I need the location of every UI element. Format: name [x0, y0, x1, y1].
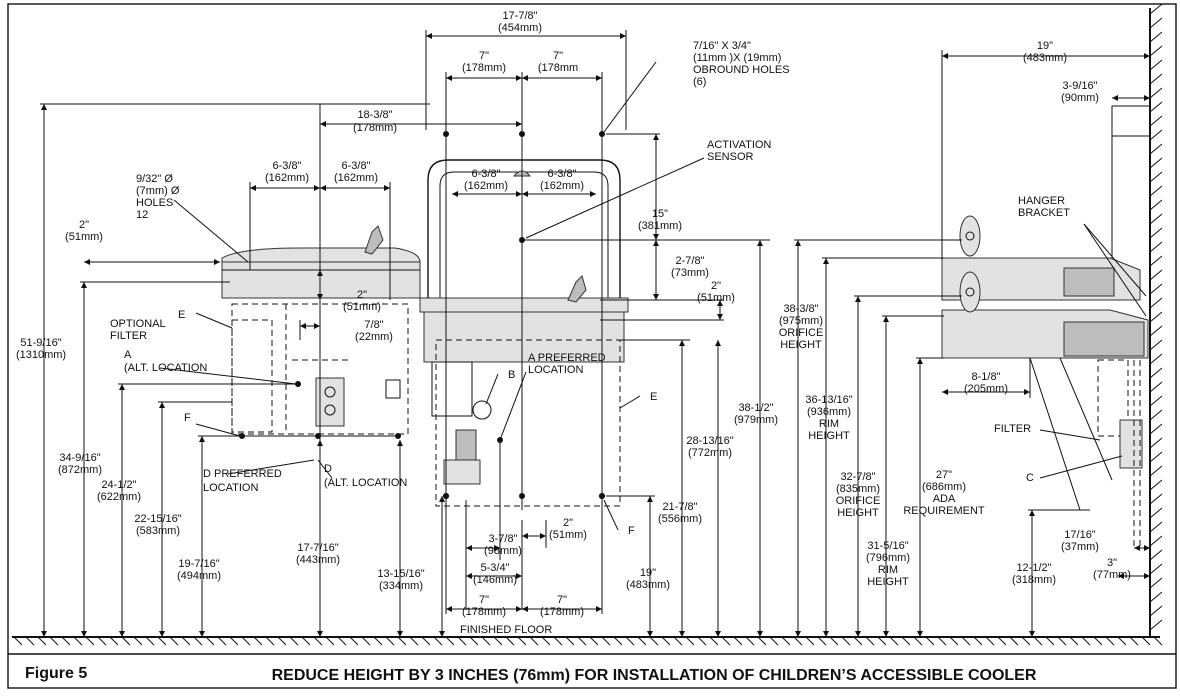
svg-text:6-3/8"(162mm): 6-3/8"(162mm) — [265, 160, 309, 184]
finished-floor-label: FINISHED FLOOR — [460, 624, 552, 636]
svg-text:5-3/4"(146mm): 5-3/4"(146mm) — [473, 562, 517, 586]
finished-floor-line — [12, 636, 1163, 646]
svg-text:2"(51mm): 2"(51mm) — [65, 219, 103, 243]
svg-text:17-7/8"(454mm): 17-7/8"(454mm) — [498, 10, 542, 34]
wall — [1149, 3, 1163, 637]
svg-text:F: F — [184, 412, 191, 424]
svg-text:C: C — [1026, 472, 1034, 484]
svg-text:28-13/16"(772mm): 28-13/16"(772mm) — [686, 435, 733, 459]
center-cooler-front-view — [385, 159, 629, 507]
svg-text:6-3/8"(162mm): 6-3/8"(162mm) — [540, 168, 584, 192]
svg-text:6-3/8"(162mm): 6-3/8"(162mm) — [334, 160, 378, 184]
svg-text:18-3/8"(178mm): 18-3/8"(178mm) — [353, 109, 397, 134]
svg-text:3-9/16"(90mm): 3-9/16"(90mm) — [1061, 80, 1099, 104]
svg-text:34-9/16"(872mm): 34-9/16"(872mm) — [58, 452, 102, 476]
dim-17-7-8: 17-7/8" — [502, 10, 537, 22]
svg-text:51-9/16"(1310mm): 51-9/16"(1310mm) — [16, 337, 66, 361]
figure-label: Figure 5 — [25, 665, 87, 682]
svg-text:24-1/2"(622mm): 24-1/2"(622mm) — [97, 479, 141, 503]
svg-text:2"(51mm): 2"(51mm) — [343, 289, 381, 313]
svg-text:6-3/8"(162mm): 6-3/8"(162mm) — [464, 168, 508, 192]
svg-text:7"(178mm): 7"(178mm) — [462, 50, 506, 74]
svg-text:3-7/8"(98mm): 3-7/8"(98mm) — [484, 533, 522, 557]
svg-text:17-7/16"(443mm): 17-7/16"(443mm) — [296, 542, 340, 566]
svg-text:7"(178mm: 7"(178mm — [538, 50, 578, 74]
svg-text:17/16"(37mm): 17/16"(37mm) — [1061, 529, 1099, 553]
svg-text:FILTER: FILTER — [994, 423, 1031, 435]
svg-text:19"(483mm): 19"(483mm) — [1023, 40, 1067, 64]
svg-text:19-7/16"(494mm): 19-7/16"(494mm) — [177, 558, 221, 582]
dimension-labels: 17-7/8"(454mm) 7"(178mm) 7"(178mm 18-3/8… — [16, 10, 1131, 618]
svg-text:E: E — [650, 391, 657, 403]
svg-text:19"(483mm): 19"(483mm) — [626, 567, 670, 591]
svg-text:21-7/8"(556mm): 21-7/8"(556mm) — [658, 501, 702, 525]
svg-text:F: F — [628, 525, 635, 537]
svg-text:22-15/16"(583mm): 22-15/16"(583mm) — [134, 513, 181, 537]
svg-text:13-15/16"(334mm): 13-15/16"(334mm) — [377, 568, 424, 592]
svg-text:E: E — [178, 309, 185, 321]
figure-caption: REDUCE HEIGHT BY 3 INCHES (76mm) FOR INS… — [272, 667, 1037, 684]
svg-text:2-7/8"(73mm): 2-7/8"(73mm) — [671, 255, 709, 279]
svg-text:7/8"(22mm): 7/8"(22mm) — [355, 319, 393, 343]
svg-text:3"(77mm): 3"(77mm) — [1093, 557, 1131, 581]
svg-text:12-1/2"(318mm): 12-1/2"(318mm) — [1012, 562, 1056, 586]
svg-text:8-1/8"(205mm): 8-1/8"(205mm) — [964, 371, 1008, 395]
svg-text:A(ALT. LOCATION: A(ALT. LOCATION — [124, 349, 207, 374]
svg-text:7"(178mm): 7"(178mm) — [540, 594, 584, 618]
svg-text:38-1/2"(979mm): 38-1/2"(979mm) — [734, 402, 778, 426]
svg-text:B: B — [508, 369, 515, 381]
svg-text:15"(381mm): 15"(381mm) — [638, 208, 682, 232]
svg-text:7/16" X 3/4"(11mm )X (19mm)OBR: 7/16" X 3/4"(11mm )X (19mm)OBROUND HOLES… — [693, 40, 790, 88]
svg-text:2"(51mm): 2"(51mm) — [697, 280, 735, 304]
svg-text:7"(178mm): 7"(178mm) — [462, 594, 506, 618]
dimension-lines — [40, 30, 1150, 637]
drawing-frame — [7, 3, 1177, 689]
svg-text:2"(51mm): 2"(51mm) — [549, 517, 587, 541]
right-cooler-side-view — [941, 105, 1151, 550]
svg-text:D(ALT. LOCATION: D(ALT. LOCATION — [324, 463, 407, 489]
callout-labels: 7/16" X 3/4"(11mm )X (19mm)OBROUND HOLES… — [110, 40, 1070, 636]
